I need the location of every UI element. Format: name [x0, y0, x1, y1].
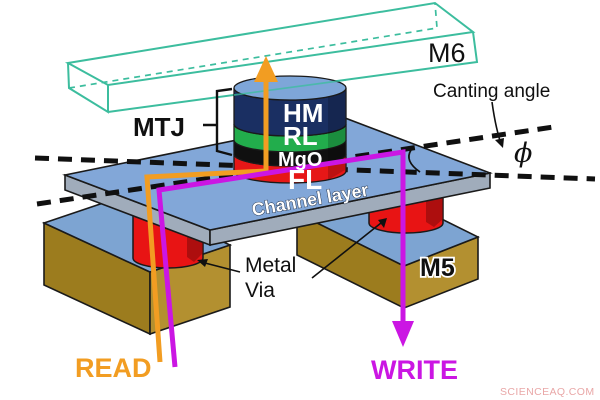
m6-solid-edges: [64, 1, 479, 114]
metal-via-leader-left: [204, 262, 241, 273]
canting-angle-label: Canting angle: [433, 81, 550, 102]
read-current-path: [144, 56, 278, 363]
metal-via-leader-right-arrowhead-icon: [378, 218, 387, 228]
m6-label: M6: [428, 38, 466, 68]
watermark: SCIENCEAQ.COM: [500, 386, 594, 398]
m6-edge-over-cap: [233, 79, 347, 96]
metal-via-label-line1: Metal: [245, 254, 296, 277]
mgo-layer-label: MgO: [278, 149, 322, 171]
m6-hidden-edges: [68, 2, 438, 89]
annotation-pointers: [197, 101, 504, 279]
mtj-label: MTJ: [133, 112, 185, 142]
m6-wireframe-box: [64, 1, 479, 114]
read-arrowhead-icon: [254, 56, 278, 82]
canting-angle-pointer-arrowhead-icon: [495, 138, 504, 148]
m5-pad-right: [295, 183, 480, 310]
canting-angle-pointer: [491, 101, 501, 142]
fl-layer-label: FL: [288, 164, 322, 195]
metal-via-leader-left-arrowhead-icon: [197, 259, 208, 267]
write-arrowhead-icon: [392, 321, 414, 347]
hm-layer-label: HM: [283, 98, 323, 128]
write-current-path: [156, 149, 414, 368]
rl-layer-label: RL: [283, 121, 318, 151]
write-path-line: [156, 149, 406, 368]
angle-arc: [408, 149, 421, 173]
pillar-side-shading: [328, 89, 345, 180]
read-path-line: [144, 78, 269, 363]
metal-via-label-line2: Via: [245, 279, 275, 302]
read-label: READ: [75, 353, 152, 383]
phi-symbol: ϕ: [514, 138, 532, 169]
m5-label: M5: [420, 254, 455, 282]
write-label: WRITE: [371, 355, 458, 385]
metal-via-leader-right: [311, 222, 382, 279]
mtj-bracket: [203, 87, 233, 157]
